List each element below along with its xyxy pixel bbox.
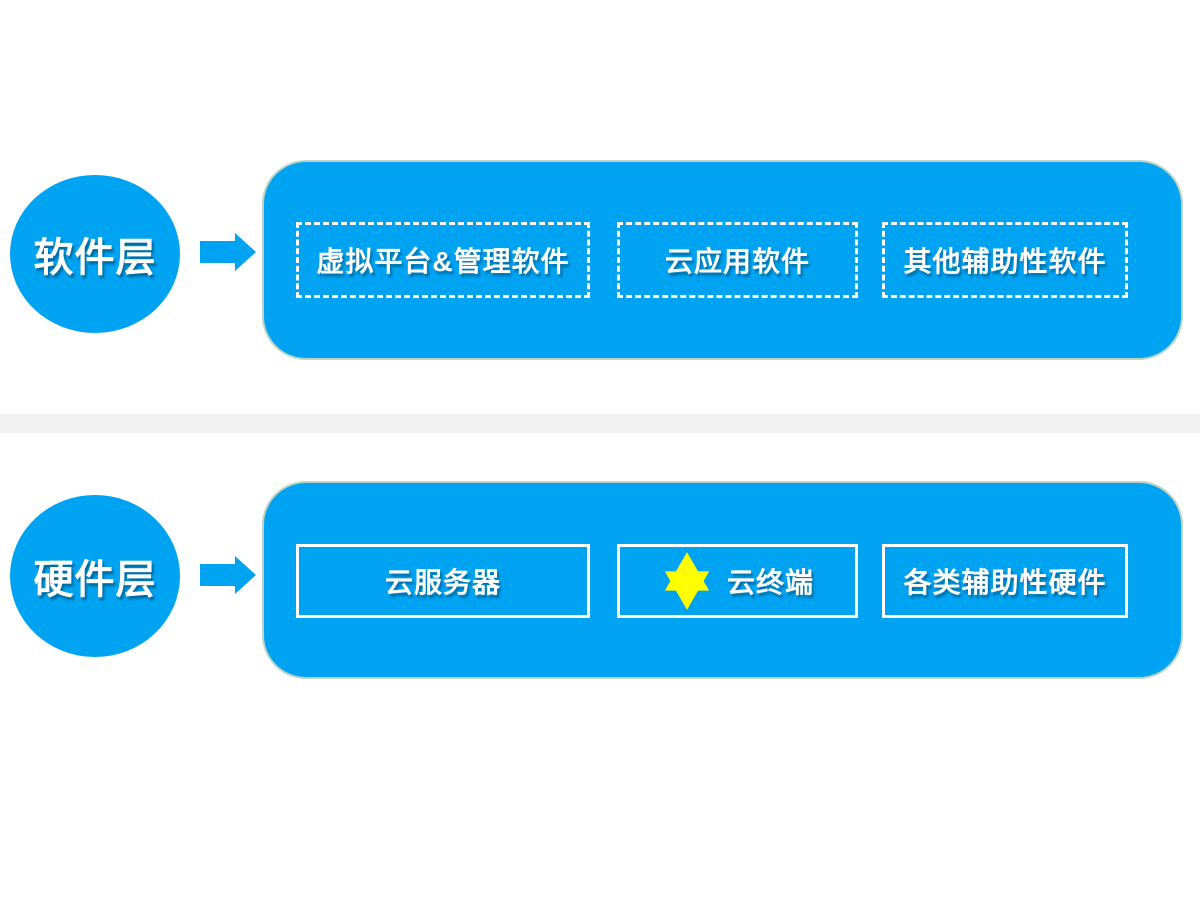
hardware-layer-label: 硬件层 (33, 558, 157, 602)
item-label: 其他辅助性软件 (903, 246, 1107, 277)
software-panel (262, 160, 1183, 360)
software-item-cloud-apps: 云应用软件 (617, 222, 858, 298)
software-layer-circle: 软件层 (10, 175, 180, 333)
section-divider (0, 414, 1200, 433)
software-item-other-software: 其他辅助性软件 (882, 222, 1128, 298)
hardware-panel (262, 481, 1183, 679)
hardware-item-cloud-server: 云服务器 (296, 544, 590, 618)
hardware-layer-circle: 硬件层 (10, 495, 180, 657)
arrow-right-icon (200, 233, 256, 271)
star-icon (664, 552, 710, 610)
item-label: 各类辅助性硬件 (903, 567, 1107, 598)
arrow-right-icon (200, 556, 256, 594)
hardware-item-cloud-terminal: 云终端 (617, 544, 858, 618)
software-item-virtual-platform: 虚拟平台&管理软件 (296, 222, 590, 298)
item-label: 云应用软件 (664, 246, 810, 277)
item-label: 云终端 (726, 567, 814, 598)
hardware-item-other-hardware: 各类辅助性硬件 (882, 544, 1128, 618)
item-label: 云服务器 (384, 567, 501, 598)
item-label: 虚拟平台&管理软件 (316, 246, 570, 277)
software-layer-label: 软件层 (33, 236, 157, 280)
